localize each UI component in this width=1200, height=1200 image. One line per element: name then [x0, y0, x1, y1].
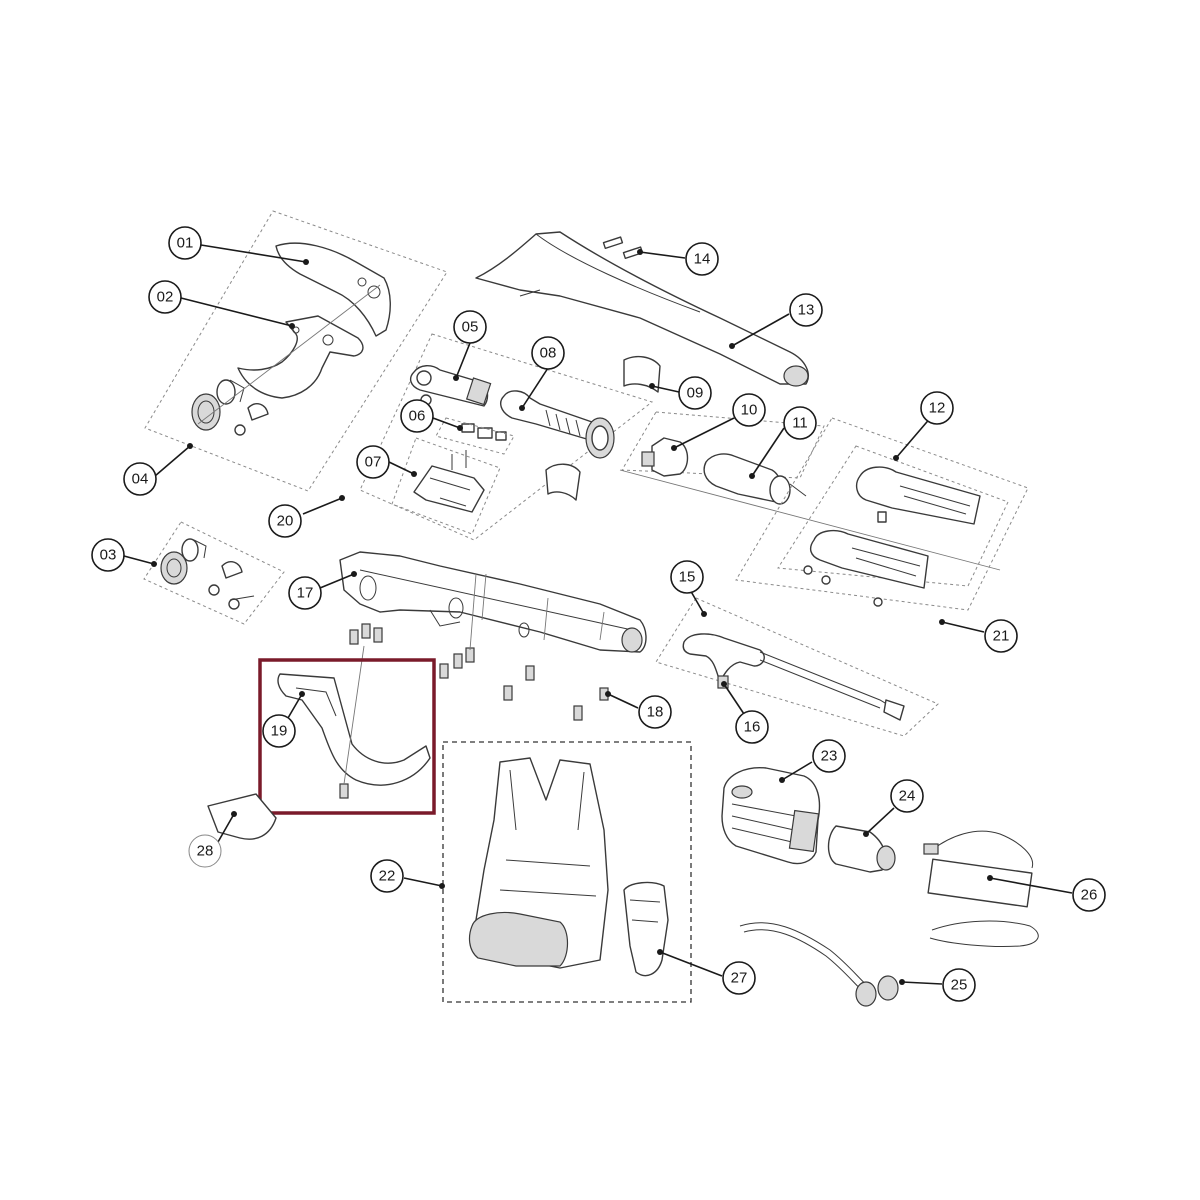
- svg-text:18: 18: [647, 704, 664, 721]
- callout-24[interactable]: 24: [890, 779, 924, 813]
- svg-text:16: 16: [744, 719, 761, 736]
- main-housing-17[interactable]: [339, 551, 647, 653]
- svg-text:13: 13: [798, 302, 815, 319]
- callout-04[interactable]: 04: [123, 462, 157, 496]
- callout-03[interactable]: 03: [91, 538, 125, 572]
- callout-12[interactable]: 12: [920, 391, 954, 425]
- callout-11[interactable]: 11: [783, 406, 817, 440]
- charger-26[interactable]: [927, 858, 1033, 908]
- svg-text:15: 15: [679, 569, 696, 586]
- callout-26[interactable]: 26: [1072, 878, 1106, 912]
- callout-18[interactable]: 18: [638, 695, 672, 729]
- coupler-10[interactable]: [651, 437, 689, 477]
- adapter-group: [827, 825, 896, 873]
- callout-15[interactable]: 15: [670, 560, 704, 594]
- charger-group: [923, 830, 1039, 948]
- svg-text:20: 20: [277, 513, 294, 530]
- callout-27[interactable]: 27: [722, 961, 756, 995]
- svg-text:23: 23: [821, 748, 838, 765]
- clamp-09[interactable]: [623, 355, 661, 393]
- callouts: 01 02 03 04 05 06 07 08 09 10 11 12 13 1…: [91, 226, 1106, 1002]
- svg-text:10: 10: [741, 402, 758, 419]
- trigger-group: [655, 597, 939, 737]
- gear-kit-group: [143, 521, 285, 625]
- callout-20[interactable]: 20: [268, 504, 302, 538]
- lower-blade[interactable]: [237, 315, 364, 399]
- screws-14: [602, 236, 644, 260]
- svg-text:27: 27: [731, 970, 748, 987]
- top-cover-13[interactable]: [475, 231, 809, 385]
- callout-25[interactable]: 25: [942, 968, 976, 1002]
- controller-12-lower[interactable]: [809, 529, 929, 589]
- svg-text:06: 06: [409, 408, 426, 425]
- trigger-guard-group: [258, 645, 436, 815]
- svg-text:26: 26: [1081, 887, 1098, 904]
- svg-text:14: 14: [694, 251, 711, 268]
- callout-07[interactable]: 07: [356, 445, 390, 479]
- controller-12-upper[interactable]: [855, 466, 981, 525]
- callout-22[interactable]: 22: [370, 859, 404, 893]
- svg-text:03: 03: [100, 547, 117, 564]
- svg-text:09: 09: [687, 385, 704, 402]
- adapter-24[interactable]: [827, 825, 887, 873]
- svg-text:11: 11: [792, 415, 808, 432]
- cable-group: [739, 922, 899, 1007]
- grip-cover-28[interactable]: [207, 793, 277, 840]
- battery-group: [721, 767, 821, 865]
- upper-blade[interactable]: [275, 242, 391, 337]
- trigger-guard-19[interactable]: [277, 673, 431, 786]
- callout-02[interactable]: 02: [148, 280, 182, 314]
- svg-text:04: 04: [132, 471, 149, 488]
- svg-text:08: 08: [540, 345, 557, 362]
- svg-text:19: 19: [271, 723, 288, 740]
- gearbox-group: [359, 333, 654, 541]
- cable-connector-25[interactable]: [855, 981, 877, 1007]
- callout-19[interactable]: 19: [262, 714, 296, 748]
- callout-06[interactable]: 06: [400, 399, 434, 433]
- svg-text:24: 24: [899, 788, 916, 805]
- leader-lines: [123, 244, 1073, 985]
- bearing-06: [461, 423, 507, 441]
- callout-05[interactable]: 05: [453, 310, 487, 344]
- waist-bag: [468, 911, 569, 967]
- screw-08[interactable]: [500, 390, 597, 441]
- callout-13[interactable]: 13: [789, 293, 823, 327]
- callout-23[interactable]: 23: [812, 739, 846, 773]
- svg-text:02: 02: [157, 289, 174, 306]
- harness-kit-box: [442, 741, 692, 1003]
- svg-text:05: 05: [462, 319, 479, 336]
- clamp-lower: [545, 463, 581, 501]
- svg-text:21: 21: [993, 628, 1010, 645]
- callout-16[interactable]: 16: [735, 710, 769, 744]
- main-housing-group: [339, 551, 647, 721]
- housing-07[interactable]: [413, 465, 485, 513]
- harness-group: [442, 741, 692, 1003]
- callout-14[interactable]: 14: [685, 242, 719, 276]
- holster-27[interactable]: [623, 881, 669, 977]
- gear-03: [160, 551, 188, 585]
- motor-group: [619, 411, 1001, 571]
- svg-text:07: 07: [365, 454, 382, 471]
- svg-text:12: 12: [929, 400, 946, 417]
- svg-text:22: 22: [379, 868, 396, 885]
- svg-text:28: 28: [197, 843, 214, 860]
- callout-08[interactable]: 08: [531, 336, 565, 370]
- callout-09[interactable]: 09: [678, 376, 712, 410]
- drive-gear: [191, 393, 221, 431]
- housing-screws: [349, 623, 609, 721]
- blade-kit-group: [144, 210, 448, 492]
- callout-10[interactable]: 10: [732, 393, 766, 427]
- svg-text:17: 17: [297, 585, 314, 602]
- highlight-frame-19: [258, 658, 436, 815]
- callout-21[interactable]: 21: [984, 619, 1018, 653]
- svg-text:01: 01: [177, 235, 194, 252]
- callout-28[interactable]: 28: [188, 834, 222, 868]
- trigger-housing-15[interactable]: [682, 633, 765, 683]
- callout-01[interactable]: 01: [168, 226, 202, 260]
- controller-group: [735, 417, 1029, 611]
- svg-text:25: 25: [951, 977, 968, 994]
- callout-17[interactable]: 17: [288, 576, 322, 610]
